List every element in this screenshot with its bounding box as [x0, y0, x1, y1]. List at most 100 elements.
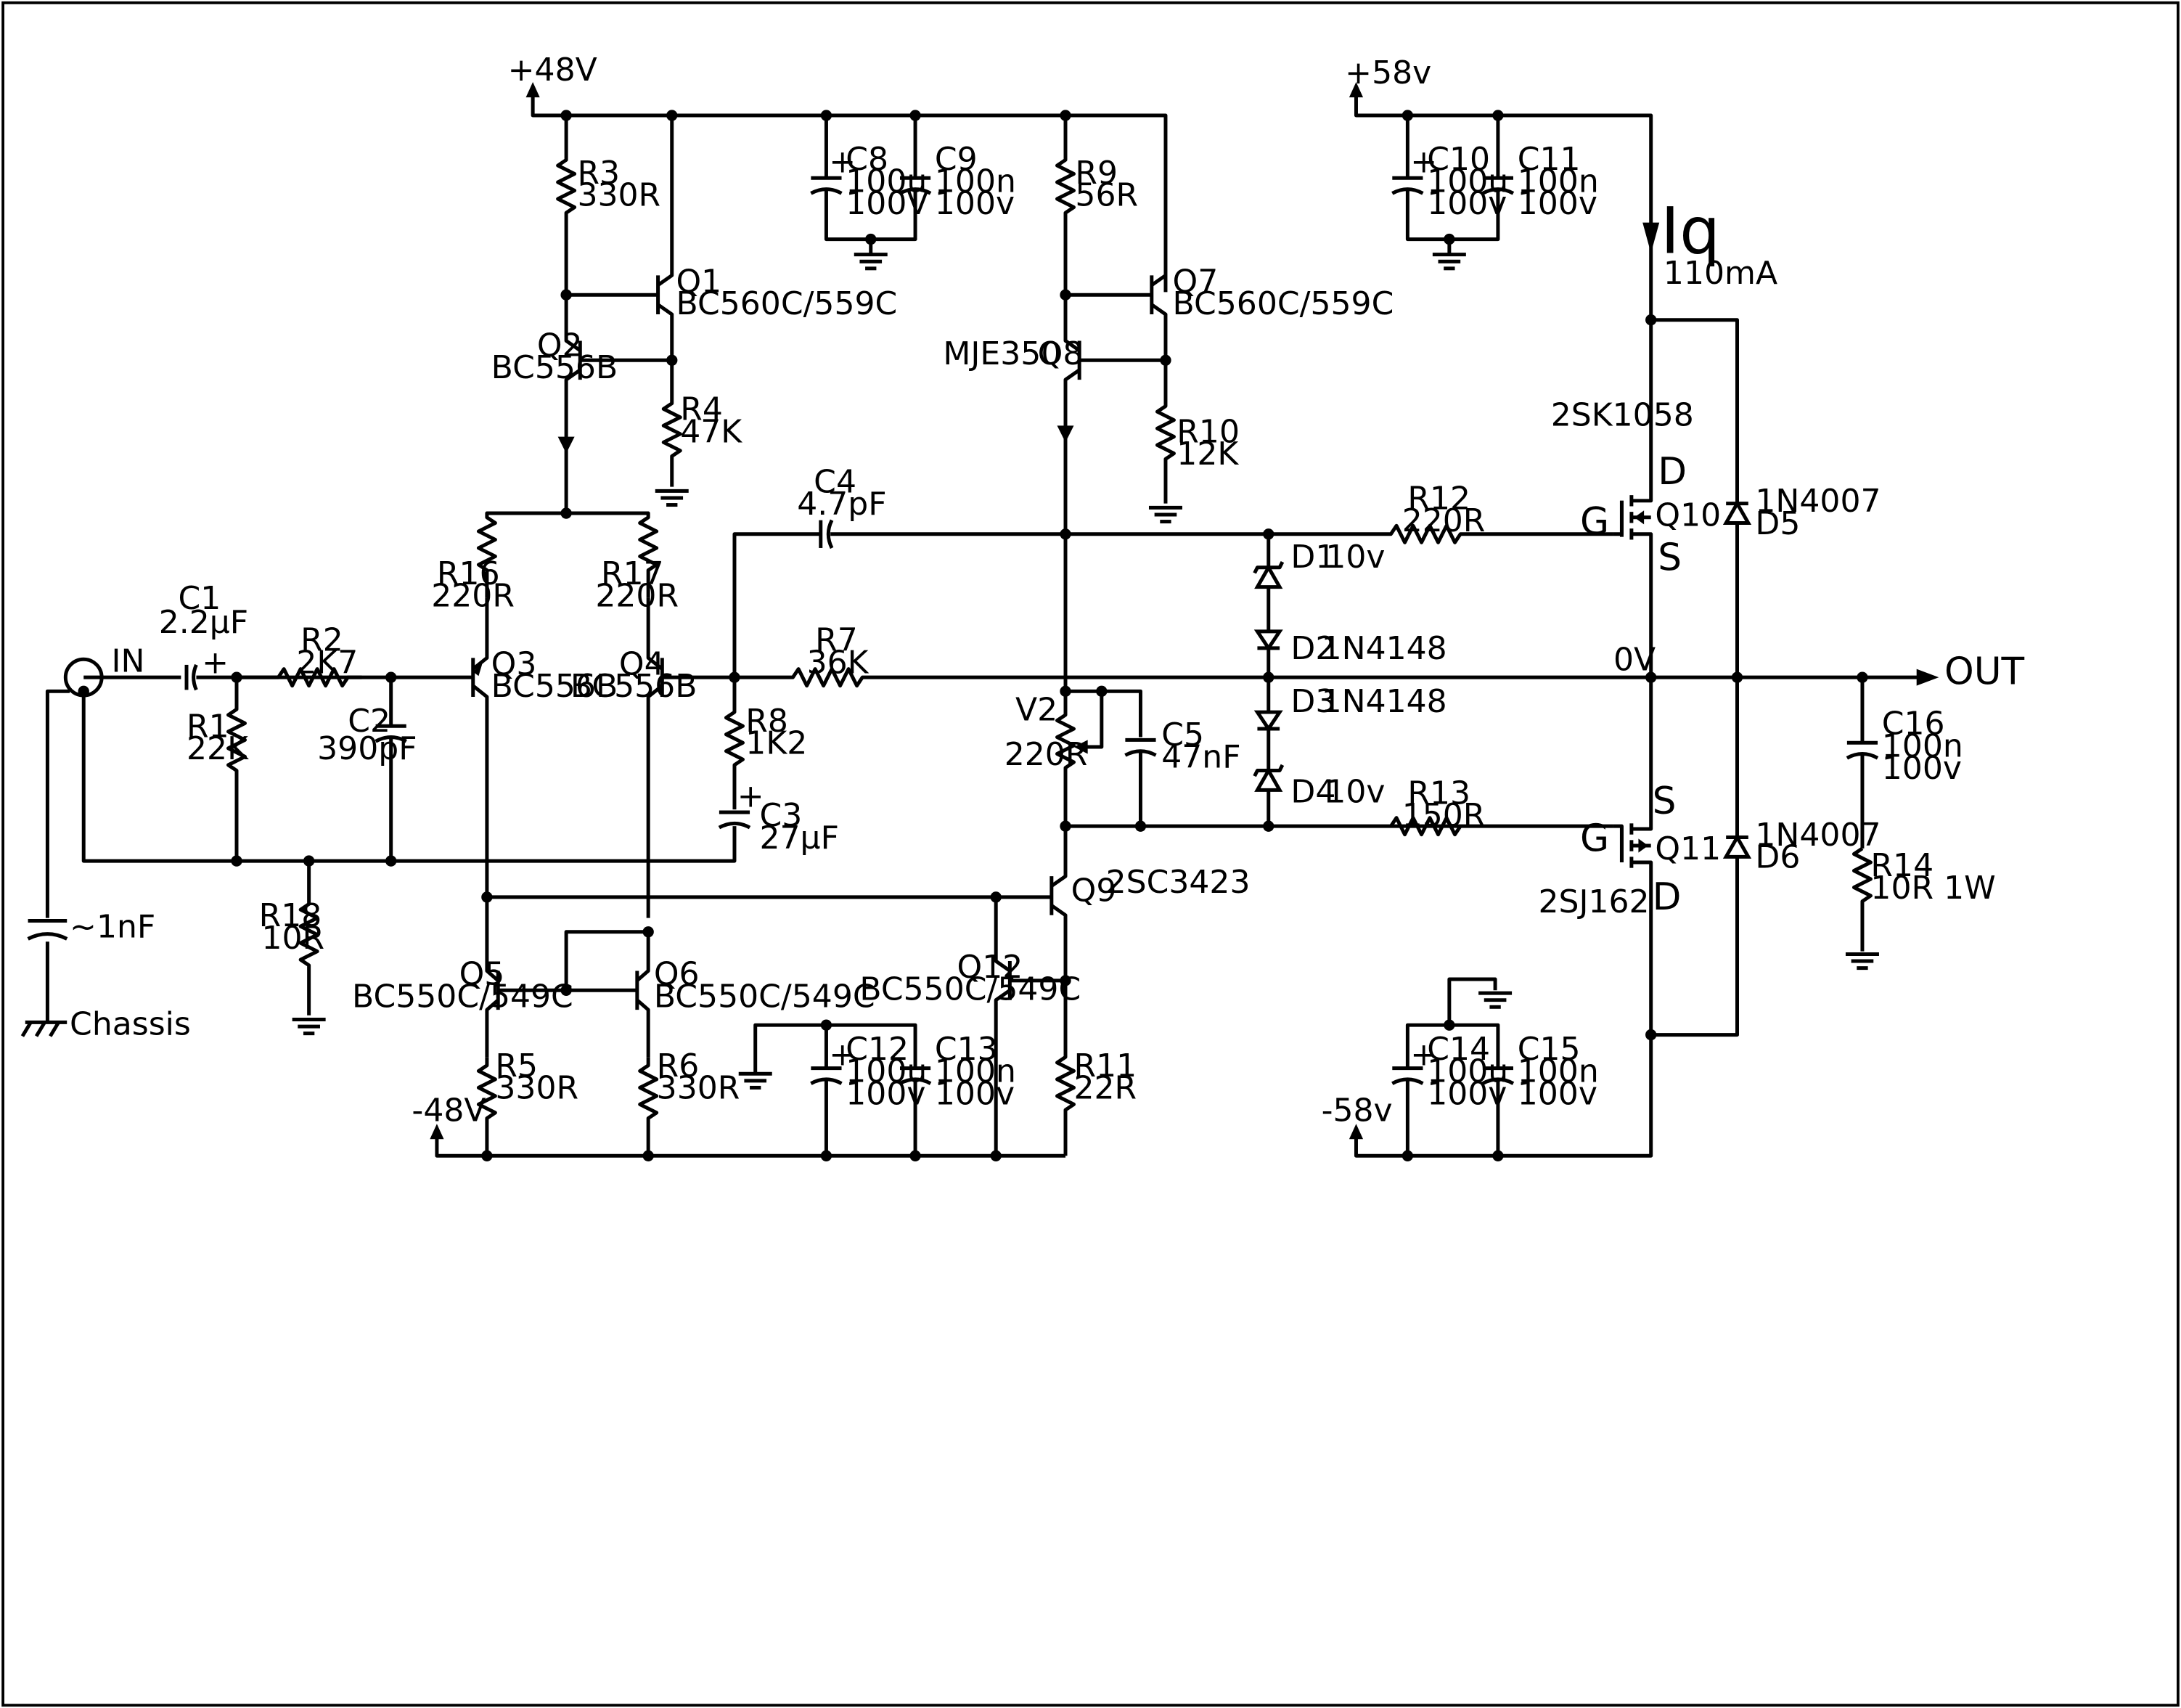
capacitor-c1: + C1 2.2µF	[159, 580, 362, 691]
capacitor-c3: + C3 27µF	[718, 777, 839, 857]
q11-drain-label: D	[1653, 875, 1682, 919]
resistor-r14: R14 10R 1W	[1846, 846, 1996, 968]
c14-value: 100u	[1427, 1053, 1508, 1090]
neg-58v-label: -58v	[1322, 1092, 1393, 1129]
capacitor-c16: C16 100n 100v	[1846, 677, 1963, 849]
resistor-r1: R1 22K	[187, 677, 249, 862]
d3-part: 1N4148	[1322, 683, 1447, 720]
resistor-r13: R13 150R	[1389, 775, 1485, 837]
c16-value: 100n	[1882, 727, 1963, 764]
d5-ref: D5	[1755, 505, 1800, 542]
q2-part: BC556B	[491, 349, 618, 386]
r17-value: 220R	[595, 577, 679, 614]
d4-ref: D4	[1290, 774, 1335, 811]
c1-polarity: +	[202, 644, 229, 681]
transistor-q4: Q4 BC556B	[570, 597, 734, 918]
input-label: IN	[112, 642, 145, 679]
r4-ref: R4	[680, 391, 723, 428]
capacitor-c11: C11 100n 100v	[1518, 141, 1599, 222]
r3-value: 330R	[577, 177, 660, 214]
c8-value: 100u	[846, 163, 927, 200]
q6-ref: Q6	[654, 956, 700, 993]
capacitor-c2: C2 390pF	[317, 677, 417, 862]
transistor-q1: Q1 BC560C/559C	[566, 115, 897, 361]
c12-value: 100u	[846, 1053, 927, 1090]
potentiometer-v2: V2 220R	[1004, 677, 1142, 827]
r8-ref: R8	[745, 703, 788, 740]
q11-gate-label: G	[1580, 817, 1609, 861]
r11-value: 22R	[1074, 1070, 1137, 1107]
mosfet-q11: G S D Q11 2SJ162	[1538, 677, 1721, 1035]
c13-value: 100n	[935, 1053, 1016, 1090]
q9-part: 2SC3423	[1106, 864, 1251, 901]
q2-ref: Q2	[537, 327, 583, 364]
capacitor-c10: + C10 100u 100v	[1391, 115, 1515, 269]
pos-58v-rail: +58v	[1345, 54, 1653, 320]
transistor-q12: Q12 BC550C/549C	[859, 896, 1081, 1156]
d2-ref: D2	[1290, 630, 1335, 667]
capacitor-c9: C9 100n 100v	[935, 141, 1016, 222]
r1-ref: R1	[187, 708, 229, 745]
q8-ref: Q8	[1038, 335, 1084, 372]
c4-value: 4.7pF	[797, 486, 886, 523]
resistor-r11: R11 22R	[1055, 980, 1137, 1156]
r2-value: 2K7	[296, 644, 358, 681]
resistor-r2: R2 2K7	[237, 622, 473, 688]
zero-v-label: 0V	[1613, 642, 1656, 679]
d4-part: 10v	[1325, 774, 1385, 811]
resistor-r7: R7 36K	[734, 622, 1651, 688]
capacitor-c13: C13 100n 100v	[935, 1031, 1016, 1112]
capacitor-c15: C15 100n 100v	[1518, 1031, 1599, 1112]
q11-ref: Q11	[1655, 830, 1721, 867]
c8-ref: C8	[846, 141, 888, 178]
d6-ref: D6	[1755, 839, 1800, 876]
c3-ref: C3	[759, 797, 802, 834]
r2-ref: R2	[300, 622, 343, 659]
v2-value: 220R	[1004, 736, 1088, 773]
c16-rating: 100v	[1882, 750, 1962, 787]
c2-ref: C2	[348, 703, 390, 740]
c13-rating: 100v	[935, 1075, 1015, 1112]
resistor-r18: R18 10R	[259, 861, 326, 1034]
q4-ref: Q4	[619, 645, 665, 682]
resistor-r8: R8 1K2	[724, 677, 807, 810]
resistor-r4: R4 47K	[655, 360, 742, 504]
q8-part: MJE350	[943, 335, 1061, 372]
r7-value: 36K	[807, 644, 869, 681]
r16-ref: R16	[437, 555, 500, 592]
c9-ref: C9	[935, 141, 978, 178]
c11-ref: C11	[1518, 141, 1581, 178]
r7-ref: R7	[815, 622, 858, 659]
q7-ref: Q7	[1173, 263, 1219, 300]
r16-value: 220R	[431, 577, 515, 614]
r4-value: 47K	[680, 413, 742, 450]
c3-value: 27µF	[759, 820, 838, 857]
c10-polarity: +	[1410, 144, 1437, 181]
q12-ref: Q12	[957, 949, 1023, 986]
c14-polarity: +	[1410, 1037, 1437, 1074]
c2-value: 390pF	[317, 730, 417, 767]
r13-ref: R13	[1407, 775, 1470, 812]
output-node: OUT 0V	[1613, 642, 2025, 694]
c8-polarity: +	[829, 144, 856, 181]
bias-current-label: Iq 110mA	[1661, 194, 1777, 292]
c15-ref: C15	[1518, 1031, 1581, 1068]
pos-58v-label: +58v	[1345, 54, 1431, 91]
c15-value: 100n	[1518, 1053, 1599, 1090]
transistor-q5: Q5 BC550C/549C	[352, 896, 637, 1058]
pos-48v-label: +48V	[508, 52, 597, 89]
q11-source-label: S	[1653, 780, 1677, 823]
r10-value: 12K	[1177, 436, 1239, 473]
q10-gate-label: G	[1580, 500, 1609, 544]
q10-source-label: S	[1658, 536, 1682, 580]
c8-rating: 100V	[846, 185, 928, 222]
r1-value: 22K	[187, 730, 249, 767]
c10-value: 100u	[1427, 163, 1508, 200]
capacitor-c4: C4 4.7pF	[732, 463, 1066, 678]
q1-part: BC560C/559C	[676, 285, 897, 322]
transistor-q3: Q3 BC556B	[471, 597, 618, 897]
r12-ref: R12	[1407, 480, 1470, 517]
